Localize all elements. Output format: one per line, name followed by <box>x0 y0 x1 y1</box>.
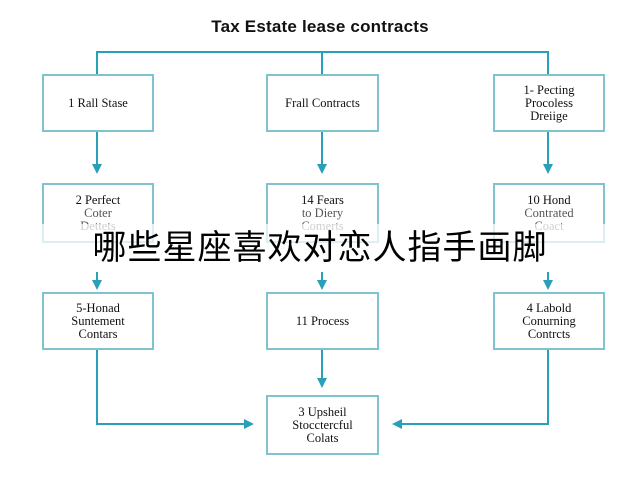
box-line: 1 Rall Stase <box>68 95 128 110</box>
box-line: 10 Hond <box>527 192 571 207</box>
arrow-right-3 <box>392 348 549 429</box>
box-line: 5-Honad <box>76 300 120 315</box>
box-line: to Diery <box>301 205 344 220</box>
box-line: Dreiige <box>530 108 568 123</box>
box-line: 4 Labold <box>526 300 572 315</box>
box-line: Conurning <box>522 313 576 328</box>
overlay-band <box>0 224 640 272</box>
diagram-title: Tax Estate lease contracts <box>211 17 429 36</box>
box-low-right: 4 Labold Conurning Contrcts <box>493 292 605 350</box>
box-line: Stocctercful <box>292 417 353 432</box>
box-line: 3 Upsheil <box>298 404 347 419</box>
box-line: 14 Fears <box>301 192 344 207</box>
box-top-right: 1- Pecting Procoless Dreiige <box>493 74 605 132</box>
box-top-center: Frall Contracts <box>266 74 379 132</box>
box-line: Contrated <box>524 205 574 220</box>
box-line: 11 Process <box>295 313 350 328</box>
arrow-left-3 <box>96 348 254 429</box>
box-top-left: 1 Rall Stase <box>42 74 154 132</box>
box-bottom: 3 Upsheil Stocctercful Colats <box>266 395 379 455</box>
box-line: 2 Perfect <box>75 192 121 207</box>
box-line: Contrcts <box>527 326 571 341</box>
box-low-center: 11 Process <box>266 292 379 350</box>
box-low-left: 5-Honad Suntement Contars <box>42 292 154 350</box>
box-line: Frall Contracts <box>285 95 360 110</box>
box-line: Contars <box>78 326 118 341</box>
box-line: Procoless <box>525 95 573 110</box>
box-line: Suntement <box>71 313 125 328</box>
box-line: Colats <box>306 430 339 445</box>
overlay-caption: 哪些星座喜欢对恋人指手画脚 <box>92 228 548 268</box>
box-line: 1- Pecting <box>523 82 575 97</box>
box-line: Coter <box>84 205 112 220</box>
